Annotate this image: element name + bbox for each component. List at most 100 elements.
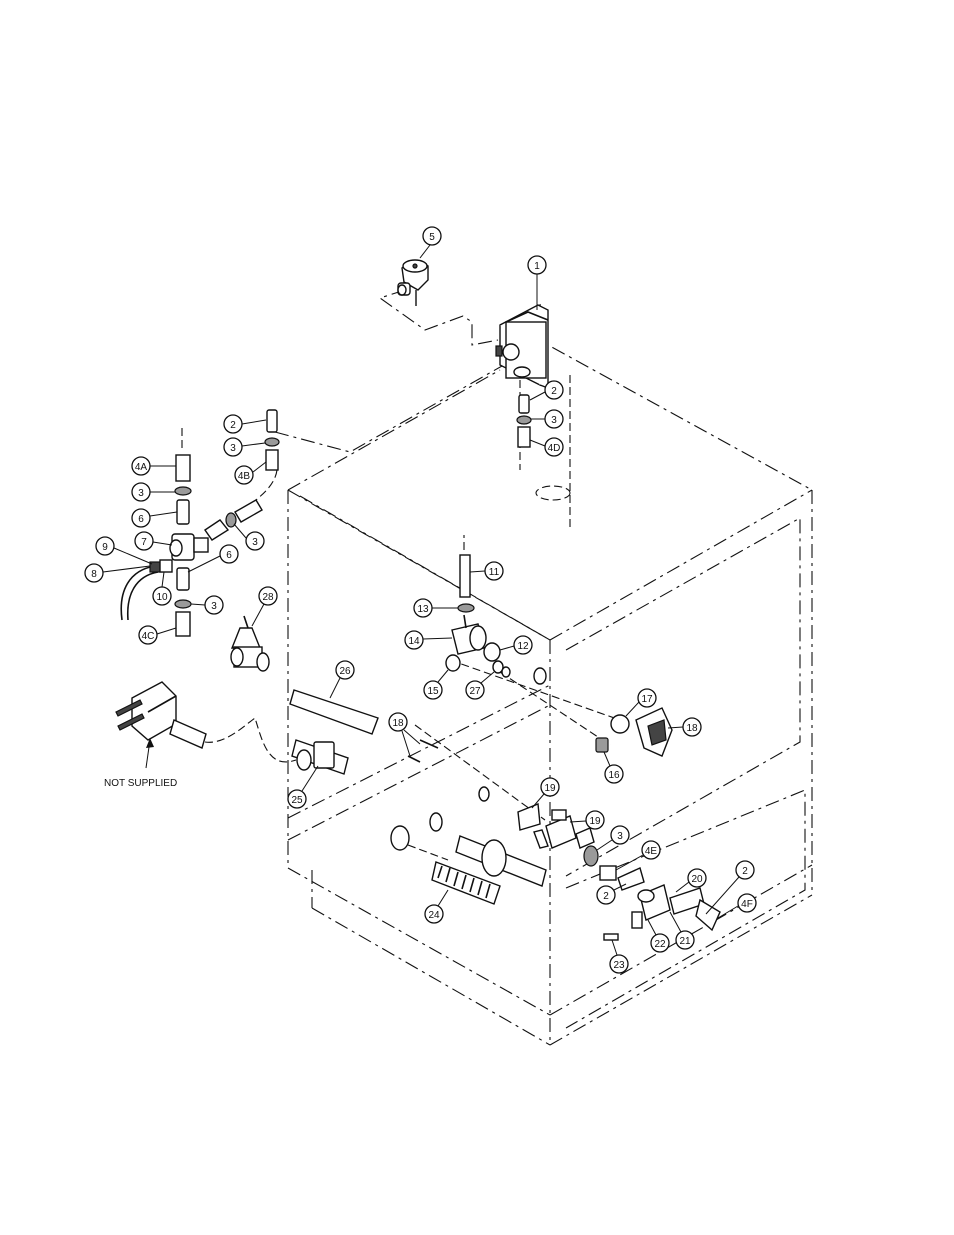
- svg-text:2: 2: [230, 420, 236, 431]
- svg-text:4C: 4C: [142, 631, 155, 642]
- callout-20: 20: [688, 869, 706, 887]
- callout-3c: 3: [132, 483, 150, 501]
- bracket-19: [518, 804, 540, 830]
- valve-14: [452, 615, 486, 654]
- callout-4a: 4A: [132, 457, 150, 475]
- flange-center: [482, 840, 506, 876]
- callout-4f: 4F: [738, 894, 756, 912]
- clamp-3c: [175, 600, 191, 608]
- callout-22: 22: [651, 934, 669, 952]
- svg-text:3: 3: [138, 488, 144, 499]
- supply-routing: [182, 290, 620, 860]
- callout-4b: 4B: [235, 466, 253, 484]
- svg-text:3: 3: [211, 601, 217, 612]
- adapter-6b: [205, 520, 228, 540]
- callout-3a: 3: [545, 410, 563, 428]
- svg-text:24: 24: [428, 910, 440, 921]
- svg-text:10: 10: [156, 592, 168, 603]
- tube-11: [460, 555, 470, 597]
- svg-text:26: 26: [339, 666, 351, 677]
- callout-15: 15: [424, 681, 442, 699]
- svg-text:7: 7: [141, 537, 147, 548]
- fitting-2e: [618, 868, 644, 890]
- svg-text:4E: 4E: [645, 846, 658, 857]
- clip-23: [604, 934, 618, 940]
- callout-27: 27: [466, 681, 484, 699]
- callout-2d: 2: [736, 861, 754, 879]
- callout-26: 26: [336, 661, 354, 679]
- svg-text:3: 3: [252, 537, 258, 548]
- svg-text:21: 21: [679, 936, 691, 947]
- svg-text:19: 19: [544, 783, 556, 794]
- ferrule-10: [160, 560, 172, 572]
- svg-text:2: 2: [742, 866, 748, 877]
- callout-8: 8: [85, 564, 103, 582]
- callout-2b: 2: [224, 415, 242, 433]
- svg-text:3: 3: [230, 443, 236, 454]
- callout-4c: 4C: [139, 626, 157, 644]
- callout-16: 16: [605, 765, 623, 783]
- adapter-6c: [177, 568, 189, 590]
- pipe-26: [290, 690, 378, 734]
- fittings-4d: [517, 395, 531, 447]
- svg-text:2: 2: [603, 891, 609, 902]
- power-plug: [116, 682, 206, 748]
- svg-text:4A: 4A: [135, 462, 148, 473]
- screw-18a: [420, 740, 438, 748]
- svg-text:14: 14: [408, 636, 420, 647]
- adapter-6: [177, 500, 189, 524]
- callout-3b: 3: [224, 438, 242, 456]
- callout-2a: 2: [545, 381, 563, 399]
- callout-28: 28: [259, 587, 277, 605]
- callout-13: 13: [414, 599, 432, 617]
- regulator-28: [231, 616, 269, 671]
- svg-text:3: 3: [551, 415, 557, 426]
- callout-12: 12: [514, 636, 532, 654]
- callout-5: 5: [423, 227, 441, 245]
- callout-18a: 18: [683, 718, 701, 736]
- callout-11: 11: [485, 562, 503, 580]
- callout-10: 10: [153, 587, 171, 605]
- svg-text:22: 22: [654, 939, 666, 950]
- washer-17: [611, 715, 629, 733]
- callout-2c: 2: [597, 886, 615, 904]
- callout-4e: 4E: [642, 841, 660, 859]
- clamp-3d: [584, 846, 598, 866]
- svg-text:28: 28: [262, 592, 274, 603]
- tube-4a: [176, 455, 190, 481]
- screw-18b: [408, 756, 420, 762]
- knob-18: [636, 708, 672, 756]
- tee-7: [170, 534, 208, 560]
- valve-19: [534, 810, 594, 848]
- svg-text:20: 20: [691, 874, 703, 885]
- clamp-13: [458, 604, 474, 612]
- callout-19b: 19: [586, 811, 604, 829]
- not-supplied-label: NOT SUPPLIED: [104, 778, 177, 789]
- svg-text:9: 9: [102, 542, 108, 553]
- svg-text:16: 16: [608, 770, 620, 781]
- tube-right: [235, 500, 262, 522]
- callout-1: 1: [528, 256, 546, 274]
- callout-3e: 3: [205, 596, 223, 614]
- svg-text:6: 6: [138, 514, 144, 525]
- clamp-3a: [175, 487, 191, 495]
- svg-text:1: 1: [534, 261, 540, 272]
- svg-text:18: 18: [686, 723, 698, 734]
- callout-18b: 18: [389, 713, 407, 731]
- svg-text:4D: 4D: [548, 443, 561, 454]
- callout-23: 23: [610, 955, 628, 973]
- fittings-4b: [265, 410, 279, 470]
- svg-text:11: 11: [489, 567, 500, 578]
- callout-17: 17: [638, 689, 656, 707]
- svg-text:23: 23: [613, 960, 625, 971]
- callout-3f: 3: [611, 826, 629, 844]
- svg-text:12: 12: [517, 641, 529, 652]
- svg-text:5: 5: [429, 232, 435, 243]
- callout-14: 14: [405, 631, 423, 649]
- vacuum-breaker-5: [398, 260, 428, 306]
- svg-text:18: 18: [392, 718, 404, 729]
- svg-text:25: 25: [291, 795, 303, 806]
- svg-text:27: 27: [469, 686, 481, 697]
- svg-text:8: 8: [91, 569, 97, 580]
- callout-25: 25: [288, 790, 306, 808]
